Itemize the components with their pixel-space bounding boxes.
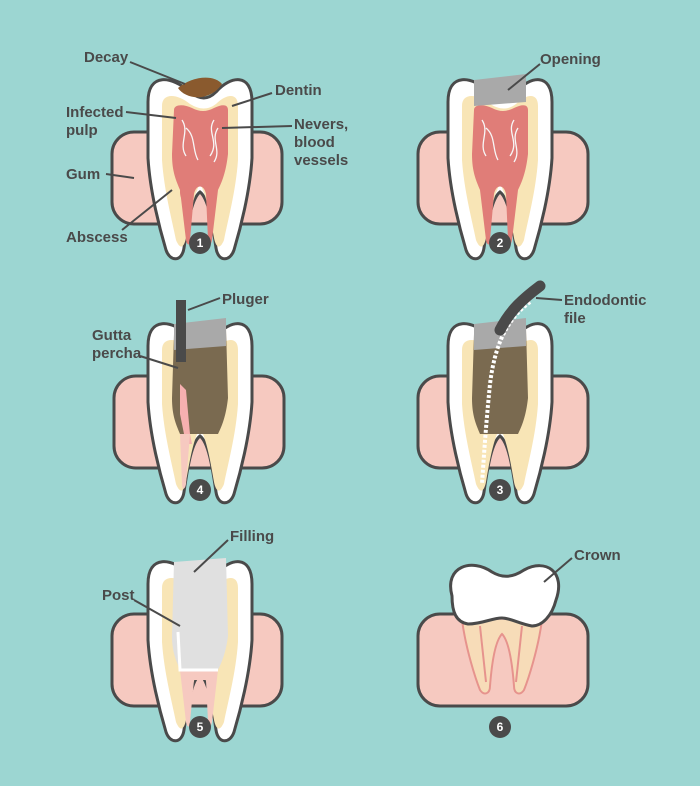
root-canal-4 bbox=[180, 434, 190, 489]
step-number-5: 5 bbox=[197, 720, 204, 734]
nerves-2 bbox=[481, 119, 519, 163]
pluger-tool bbox=[176, 300, 186, 362]
label-decay: Decay bbox=[84, 49, 129, 66]
label-gum: Gum bbox=[66, 166, 100, 183]
step-number-badge-3 bbox=[489, 479, 511, 501]
step-number-badge-6 bbox=[489, 716, 511, 738]
abscess-spot bbox=[180, 182, 192, 202]
post-outline bbox=[176, 631, 218, 672]
label-pulp: pulp bbox=[66, 122, 98, 139]
crown-cap bbox=[449, 563, 561, 628]
label-pluger: Pluger bbox=[222, 291, 269, 308]
label-gutta: Gutta bbox=[92, 327, 132, 344]
label-opening: Opening bbox=[540, 51, 601, 68]
opening-hole-4 bbox=[174, 318, 226, 350]
label-percha: percha bbox=[92, 345, 142, 362]
label-abscess: Abscess bbox=[66, 229, 128, 246]
step-5: Filling Post 5 bbox=[102, 528, 284, 743]
step-number-1: 1 bbox=[197, 236, 204, 250]
step-number-badge-4 bbox=[189, 479, 211, 501]
endodontic-file-handle bbox=[494, 280, 546, 336]
post-root bbox=[180, 670, 218, 727]
label-nerves-3: vessels bbox=[294, 152, 348, 169]
step-number-badge-2 bbox=[489, 232, 511, 254]
step-6: Crown 6 bbox=[416, 547, 621, 738]
step-number-badge-5 bbox=[189, 716, 211, 738]
step-number-2: 2 bbox=[497, 236, 504, 250]
step-number-6: 6 bbox=[497, 720, 504, 734]
filling-material bbox=[172, 558, 228, 670]
nerves-1 bbox=[181, 119, 219, 163]
step-number-3: 3 bbox=[497, 483, 504, 497]
label-post: Post bbox=[102, 587, 135, 604]
label-file: file bbox=[564, 310, 586, 327]
label-dentin: Dentin bbox=[275, 82, 322, 99]
label-nerves-1: Nevers, bbox=[294, 116, 348, 133]
label-crown: Crown bbox=[574, 547, 621, 564]
roots-6 bbox=[461, 619, 543, 695]
gutta-percha-strand bbox=[180, 384, 192, 444]
label-infected: Infected bbox=[66, 104, 124, 121]
step-2: Opening 2 bbox=[416, 51, 601, 261]
step-3: Endodontic file 3 bbox=[416, 280, 647, 505]
step-number-4: 4 bbox=[197, 483, 204, 497]
label-filling: Filling bbox=[230, 528, 274, 545]
label-endodontic: Endodontic bbox=[564, 292, 647, 309]
opening-hole bbox=[474, 74, 526, 106]
label-nerves-2: blood bbox=[294, 134, 335, 151]
step-1: Decay Dentin Infected pulp Nevers, blood… bbox=[66, 49, 348, 261]
step-4: Pluger Gutta percha 4 bbox=[92, 291, 286, 505]
step-number-badge-1 bbox=[189, 232, 211, 254]
decay-spot bbox=[178, 77, 222, 98]
